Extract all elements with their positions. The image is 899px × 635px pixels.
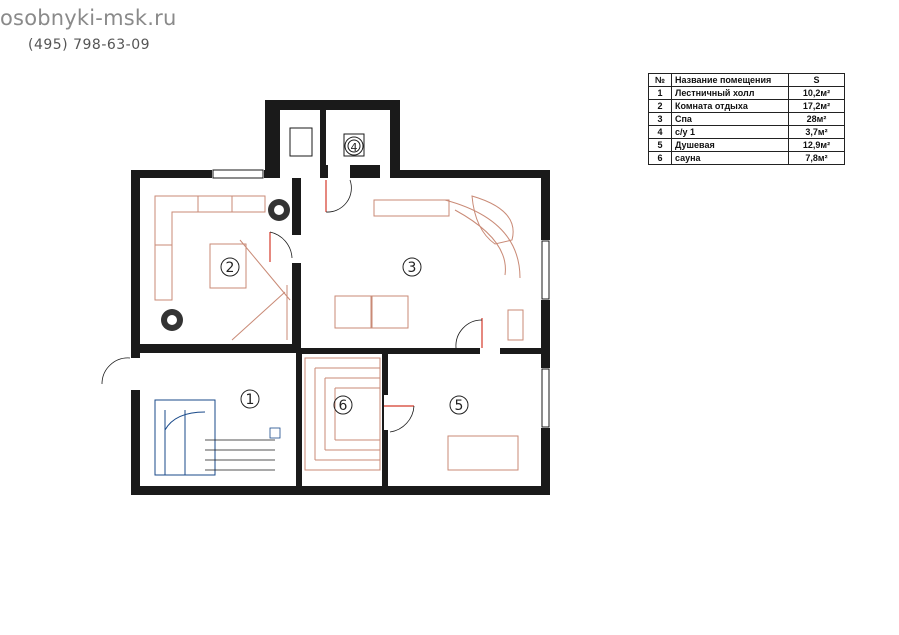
bathroom-fixtures xyxy=(289,127,365,157)
legend-header-row: № Название помещения S xyxy=(648,73,845,87)
legend-name: сауна xyxy=(671,151,789,165)
room-label: 5 xyxy=(455,398,464,414)
stair-steps xyxy=(205,427,281,471)
legend-area: 7,8м² xyxy=(788,151,845,165)
doors xyxy=(101,179,483,433)
columns xyxy=(161,199,290,331)
room-label: 3 xyxy=(408,260,417,276)
staircase xyxy=(154,399,216,476)
room-label: 4 xyxy=(351,141,358,154)
sauna-benches xyxy=(304,357,381,471)
room-label: 6 xyxy=(339,398,348,414)
room-label: 2 xyxy=(226,260,235,276)
wall-openings xyxy=(128,165,552,430)
site-name: osobnyki-msk.ru xyxy=(0,6,177,30)
windows xyxy=(212,169,550,428)
room-label: 1 xyxy=(246,392,255,408)
phone-number: (495) 798-63-09 xyxy=(28,37,151,53)
furniture xyxy=(154,195,524,471)
room-labels: 1 2 3 4 5 6 xyxy=(220,136,469,415)
